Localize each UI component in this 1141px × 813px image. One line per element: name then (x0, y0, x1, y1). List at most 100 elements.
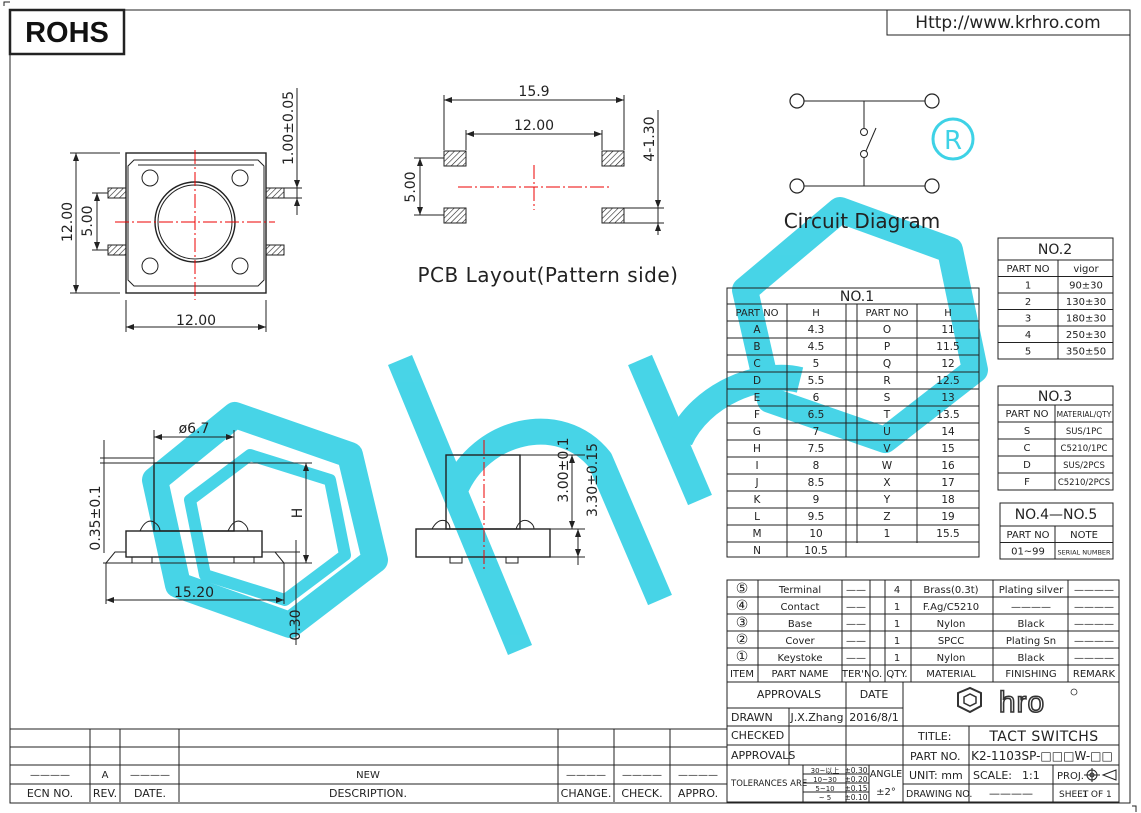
tb-drawing-no-val: ———— (989, 787, 1033, 800)
no1-cell: 10.5 (804, 545, 827, 557)
no1-cell: 16 (941, 460, 955, 472)
no1-cell: T (883, 409, 891, 421)
hro-logo-text: hro (999, 686, 1045, 719)
no1-cell: 11 (941, 324, 954, 336)
bom-cell: ———— (1074, 619, 1114, 630)
no1-header: PART NO (865, 308, 908, 319)
dim-offset: 0.35±0.1 (88, 485, 104, 550)
no1-cell: 9 (813, 494, 820, 506)
no1-cell: 7 (813, 426, 820, 438)
no3-cell: D (1023, 460, 1031, 471)
no45-header: PART NO (1006, 530, 1049, 541)
no1-cell: D (753, 375, 761, 387)
rev-cell: ———— (130, 770, 170, 781)
tb-drawn-by: J.X.Zhang (790, 711, 844, 724)
no1-cell: V (883, 443, 891, 455)
tb-approvals2: APPROVALS (731, 749, 795, 762)
no1-cell: R (883, 375, 890, 387)
no1-cell: U (883, 426, 891, 438)
no1-cell: A (753, 324, 761, 336)
dim-total-height: 3.30±0.15 (585, 443, 601, 517)
dim-pcb-outer: 15.9 (518, 84, 549, 100)
no1-cell: C (753, 358, 760, 370)
circuit-diagram: Circuit Diagram (784, 93, 940, 233)
no1-cell: H (753, 443, 761, 455)
bom-header: MATERIAL (926, 669, 976, 680)
no3-cell: C5210/2PCS (1058, 478, 1110, 488)
no1-cell: 5 (813, 358, 820, 370)
tb-scale: SCALE: (973, 769, 1012, 782)
no2-cell: 3 (1025, 314, 1031, 325)
no1-cell: F (754, 409, 760, 421)
bom-cell: Nylon (937, 653, 966, 664)
dim-thickness: 0.30 (288, 609, 304, 640)
tb-proj: PROJ. (1057, 771, 1084, 782)
no1-cell: G (753, 426, 761, 438)
tb-date: DATE (860, 688, 889, 701)
no1-cell: Y (883, 494, 891, 506)
no3-cell: F (1024, 477, 1030, 488)
no1-cell: 13 (941, 392, 954, 404)
rev-header: DATE. (134, 787, 166, 800)
tb-sheet-val: 1 OF 1 (1082, 790, 1111, 800)
bom-cell: Black (1017, 653, 1044, 664)
bom-cell: ② (736, 632, 749, 648)
no1-cell: P (884, 341, 890, 353)
svg-text:R: R (944, 126, 962, 156)
dim-height-h: H (290, 508, 306, 519)
tol-value: ±0.10 (845, 793, 868, 802)
rev-header: DESCRIPTION. (329, 787, 407, 800)
bom-cell: ———— (1074, 653, 1114, 664)
no1-cell: O (883, 324, 891, 336)
hro-logo: hro (957, 685, 1078, 720)
no1-cell: 10 (809, 528, 822, 540)
no1-cell: 12.5 (936, 375, 959, 387)
tol-range: 30~以上 (811, 766, 840, 775)
no1-header: H (812, 308, 820, 319)
no1-cell: K (754, 494, 762, 506)
tb-drawn: DRAWN (731, 711, 773, 724)
tol-range: ~ 5 (819, 794, 832, 802)
no1-cell: 15.5 (936, 528, 959, 540)
bom-cell: SPCC (938, 636, 964, 647)
rev-header: CHANGE. (561, 787, 612, 800)
bom-cell: —— (846, 619, 866, 630)
registered-mark: R (931, 117, 975, 161)
tb-title-val: TACT SWITCHS (988, 729, 1098, 745)
no45-title: NO.4—NO.5 (1015, 507, 1098, 523)
tb-checked: CHECKED (731, 729, 784, 742)
no1-cell: B (753, 341, 760, 353)
bom-cell: Terminal (778, 585, 821, 596)
no2-title: NO.2 (1038, 242, 1072, 258)
dim-pcb-pad: 4-1.30 (642, 116, 658, 161)
bom-cell: ———— (1011, 602, 1051, 613)
no2-header: PART NO (1006, 264, 1049, 275)
no1-cell: W (882, 460, 893, 472)
top-view: 12.00 12.00 5.00 1.00±0.05 (60, 88, 302, 332)
tb-angle-val: ±2° (876, 787, 896, 798)
bom-header: FINISHING (1005, 669, 1056, 680)
revision-block: ————A————NEW————————————ECN NO.REV.DATE.… (10, 728, 727, 802)
bom-header: ITEM (730, 669, 754, 680)
no1-cell: J (754, 477, 758, 489)
bom-cell: Nylon (937, 619, 966, 630)
no1-cell: 7.5 (808, 443, 825, 455)
no3-cell: C (1024, 443, 1031, 454)
tb-unit: UNIT: mm (909, 769, 963, 782)
title-block: APPROVALS DATE DRAWN J.X.Zhang 2016/8/1 … (726, 681, 1120, 803)
no1-cell: 6 (813, 392, 820, 404)
bom-cell: ④ (736, 598, 749, 614)
no1-cell: 8.5 (808, 477, 825, 489)
tol-value: ±0.20 (845, 775, 868, 784)
no1-cell: I (755, 460, 758, 472)
rev-cell: ———— (566, 770, 606, 781)
no1-cell: 11.5 (936, 341, 959, 353)
dim-diameter: ø6.7 (179, 421, 210, 437)
tb-angle: ANGLE (870, 769, 902, 780)
bom-cell: 1 (894, 653, 900, 664)
rev-cell: ———— (678, 770, 718, 781)
bom-cell: Keystoke (778, 653, 823, 664)
bom-cell: —— (846, 653, 866, 664)
bom-cell: Brass(0.3t) (923, 585, 978, 596)
